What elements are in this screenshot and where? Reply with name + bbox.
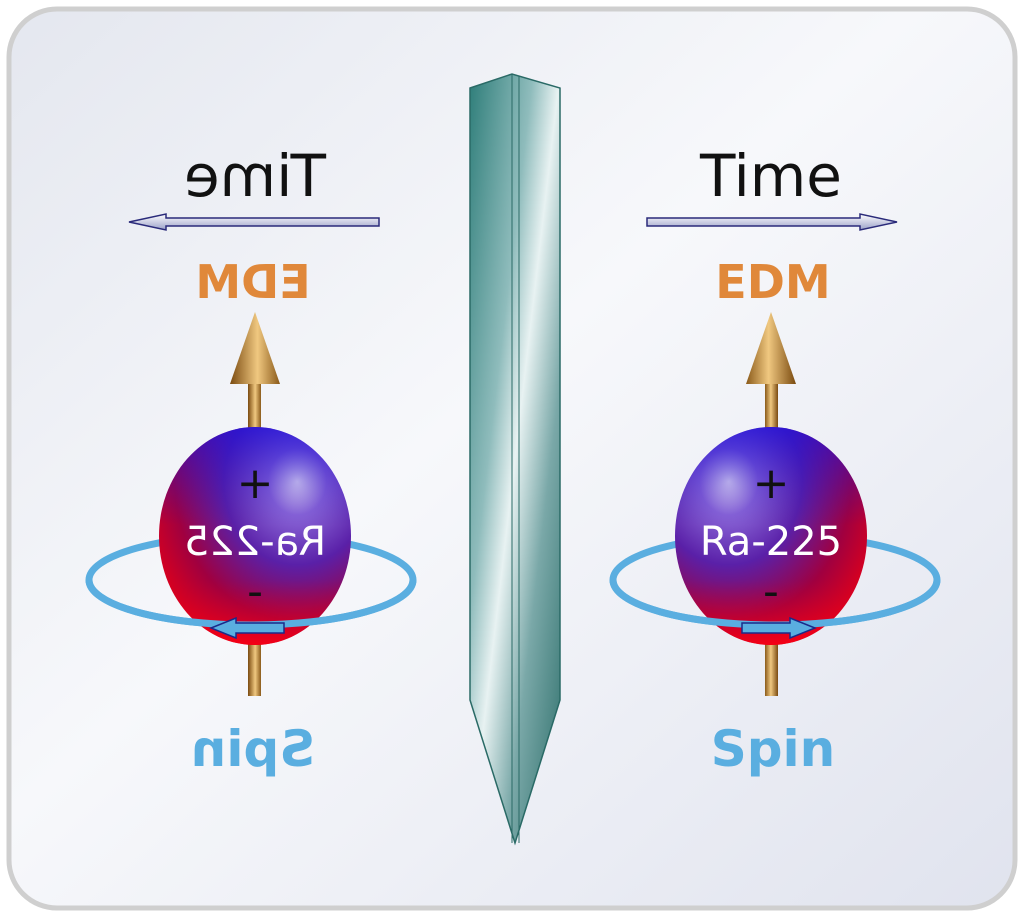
spin-label: Spin <box>711 720 836 778</box>
left-panel-mirrored: Time EDM + Ra-225 - Spin <box>89 142 413 778</box>
plus-sign: + <box>237 458 274 509</box>
right-panel: Time EDM + Ra-225 - Spin <box>613 142 937 778</box>
time-label: Time <box>699 142 842 210</box>
mirror-plane <box>469 73 561 846</box>
minus-sign: - <box>763 566 779 617</box>
edm-label: EDM <box>195 255 310 309</box>
time-label: Time <box>184 142 327 210</box>
spin-label: Spin <box>191 720 316 778</box>
time-backward-arrow <box>128 213 380 231</box>
time-forward-arrow <box>646 213 898 231</box>
isotope-label: Ra-225 <box>184 519 326 565</box>
plus-sign: + <box>753 458 790 509</box>
isotope-label: Ra-225 <box>700 519 842 565</box>
minus-sign: - <box>247 566 263 617</box>
edm-label: EDM <box>715 255 830 309</box>
